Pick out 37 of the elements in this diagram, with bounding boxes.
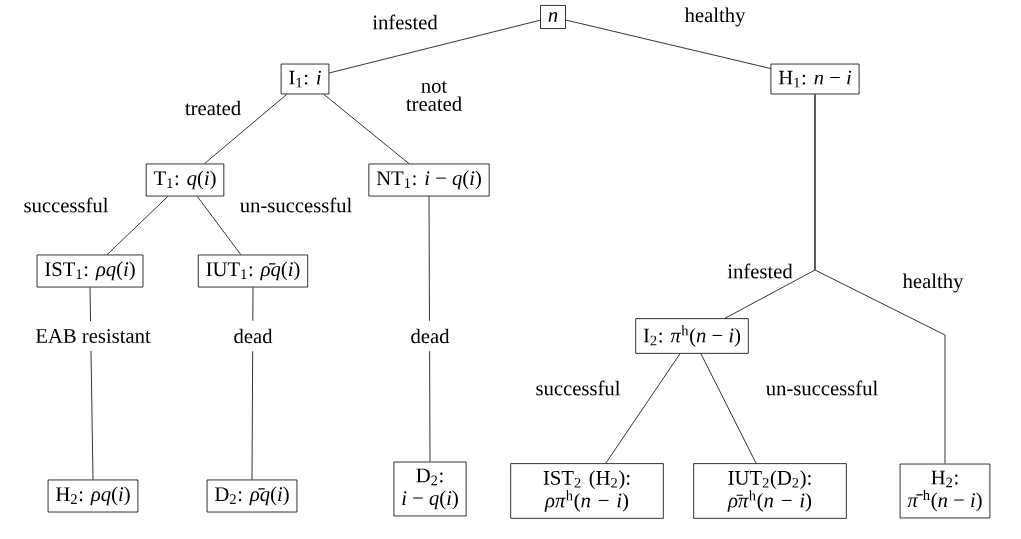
state-box: H$_{1}$: n − i	[770, 63, 860, 95]
state-box: I$_{1}$: i	[280, 63, 330, 95]
state-box: I$_{2}$: π$^{h}$(n − i)	[635, 318, 749, 354]
branch-line	[700, 353, 757, 464]
branch-line	[428, 196, 431, 463]
edge-label: not treated	[406, 81, 462, 111]
edge-label: un-successful	[766, 380, 878, 396]
branch-line	[605, 353, 681, 464]
edge-label: un-successful	[240, 197, 352, 213]
edge-label: infested	[372, 14, 438, 30]
state-box: NT$_{1}$: i − q(i)	[368, 163, 490, 197]
edge-label: infested	[727, 263, 793, 279]
state-box: D$_{2}$: ρ̄q(i)	[206, 479, 298, 513]
branch-line	[196, 196, 242, 255]
edge-label: healthy	[684, 7, 746, 27]
edge-label: successful	[536, 380, 621, 396]
edge-label: treated	[185, 100, 241, 116]
edge-label: successful	[24, 197, 109, 213]
branch-line	[323, 93, 410, 164]
state-box: IST$_{2}$ (H$_{2}$): ρπ$^{h}$(n − i)	[510, 463, 664, 519]
branch-line	[204, 93, 288, 164]
state-box: H$_{2}$: ρq(i)	[47, 479, 139, 513]
state-box: D$_{2}$: i − q(i)	[393, 461, 467, 517]
edge-label: dead	[230, 320, 276, 352]
branch-line	[814, 93, 946, 464]
state-box: IUT$_{1}$: ρ̄q(i)	[197, 254, 309, 288]
branch-line	[565, 19, 771, 69]
root-box: n	[540, 5, 566, 29]
edge-label: healthy	[902, 273, 964, 293]
branch-line	[106, 196, 169, 255]
edge-label: dead	[407, 320, 453, 352]
state-box: T$_{1}$: q(i)	[145, 163, 225, 197]
branch-line	[328, 19, 541, 74]
state-box: IUT$_{2}$(D$_{2}$): ρ̄π$^{h}$(n − i)	[693, 463, 847, 519]
state-box: IST$_{1}$: ρq(i)	[36, 254, 144, 288]
state-box: H$_{2}$: π̄$^{h}$(n − i)	[899, 463, 991, 519]
edge-label: EAB resistant	[32, 321, 154, 351]
